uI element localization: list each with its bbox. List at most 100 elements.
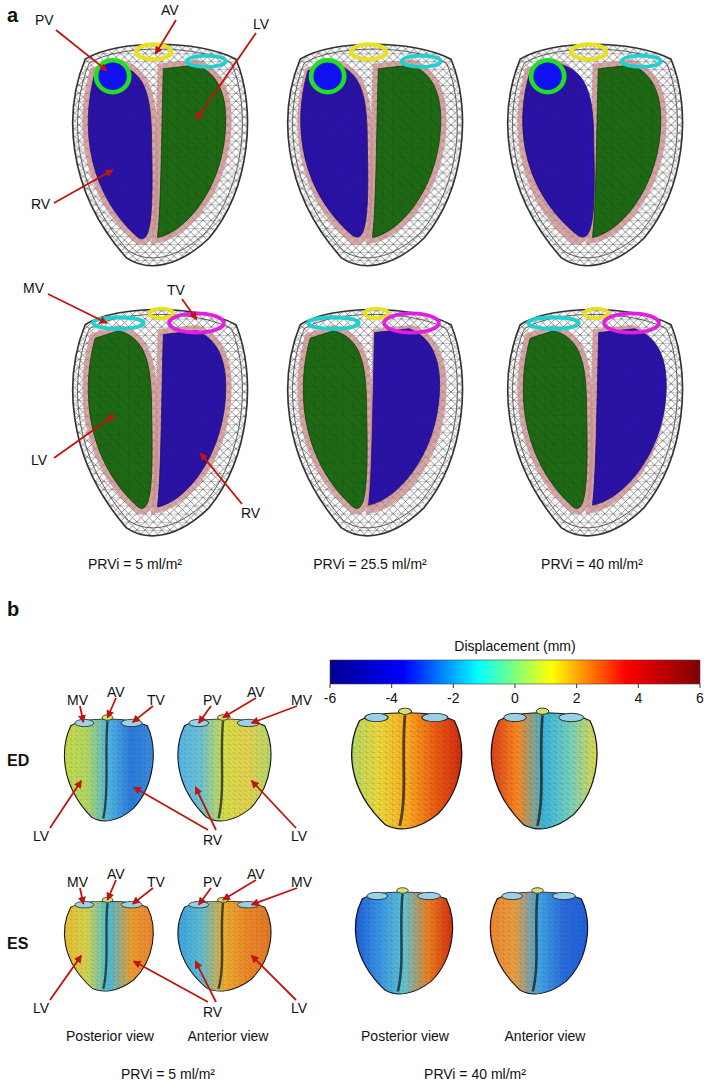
drawing-part [293, 49, 458, 258]
tick-mark [638, 684, 639, 688]
drawing-part [178, 901, 271, 991]
leader-arrow [108, 698, 117, 718]
drawing-part [169, 313, 224, 332]
drawing-part [559, 713, 584, 721]
drawing-part [593, 65, 661, 238]
leader-arrow [223, 880, 256, 900]
lv-cavity [593, 65, 661, 238]
valve-label: MV [22, 280, 45, 296]
drawing-part [288, 44, 463, 265]
drawing-part [593, 65, 661, 238]
drawing-part [531, 60, 564, 92]
drawing-part [508, 44, 683, 265]
drawing-part [373, 331, 441, 507]
drawing-part [513, 49, 678, 258]
drawing-part [373, 65, 441, 238]
tick-mark [515, 684, 516, 688]
leader-arrow [54, 415, 115, 458]
drawing-part [288, 309, 463, 535]
drawing-part [178, 719, 271, 821]
condition-label: PRVi = 25.5 ml/m² [312, 556, 427, 572]
drawing-part [64, 901, 153, 991]
condition-label: PRVi = 5 ml/m² [120, 1066, 216, 1082]
drawing-part [585, 309, 608, 319]
drawing-part [136, 44, 171, 59]
drawing-part [490, 892, 587, 994]
condition-label: PRVi = 40 ml/m² [540, 556, 644, 572]
tick-label: 6 [695, 690, 705, 706]
leader-arrow [133, 706, 153, 722]
drawing-part [355, 892, 452, 994]
drawing-part [150, 309, 173, 319]
drawing-part [571, 44, 606, 59]
tick-mark [700, 684, 701, 688]
drawing-part [373, 65, 441, 238]
leader-arrow [196, 787, 217, 830]
lv-cavity [373, 65, 441, 238]
drawing-part [532, 888, 544, 894]
drawing-part [552, 892, 575, 899]
drawing-part [121, 901, 142, 907]
drawing-part [398, 894, 403, 991]
colorbar-title: Displacement (mm) [453, 638, 576, 654]
chamber-label: LV [252, 16, 270, 32]
drawing-part [513, 314, 678, 527]
drawing-part [219, 903, 223, 989]
heart-wireframe [288, 309, 463, 536]
valve-label: AV [246, 684, 266, 700]
displacement-heart [178, 715, 271, 821]
drawing-part [400, 715, 405, 825]
drawing-part [538, 715, 543, 825]
leader-arrow [199, 888, 211, 905]
condition-label: PRVi = 5 ml/m² [87, 556, 183, 572]
drawing-part [88, 331, 152, 509]
tick-label: 0 [510, 690, 520, 706]
heart-wireframe [73, 44, 248, 265]
drawing-part [78, 49, 243, 258]
chamber-label: LV [290, 828, 308, 844]
drawing-part [373, 331, 441, 507]
drawing-part [158, 331, 226, 507]
chamber-label: RV [240, 505, 261, 521]
chamber-label: LV [30, 452, 48, 468]
tick-label: -4 [384, 690, 398, 706]
leader-arrow [80, 706, 83, 722]
drawing-part [293, 314, 458, 527]
drawing-part [604, 313, 659, 332]
panel-letter: a [6, 4, 19, 26]
valve-label: AV [106, 684, 126, 700]
drawing-part [178, 901, 271, 991]
chamber-label: RV [202, 832, 223, 848]
leader-arrow [182, 299, 197, 319]
valve-label: MV [66, 874, 89, 890]
valve-label: MV [290, 692, 313, 708]
phase-label: ES [6, 935, 29, 953]
displacement-heart [355, 888, 452, 994]
drawing-part [533, 894, 538, 991]
drawing-part [73, 44, 248, 265]
drawing-part [189, 719, 209, 726]
drawing-part [508, 309, 683, 535]
leader-arrow [200, 453, 242, 504]
leader-arrow [252, 888, 297, 905]
displacement-heart [64, 715, 153, 821]
drawing-part [523, 331, 587, 509]
drawing-part [103, 721, 107, 818]
drawing-part [158, 331, 226, 507]
drawing-part [303, 331, 367, 509]
leader-arrow [134, 961, 208, 1002]
view-label: Anterior view [504, 1028, 587, 1044]
leader-arrow [133, 888, 153, 904]
drawing-part [384, 313, 439, 332]
drawing-part [75, 719, 94, 726]
chamber-label: RV [202, 1004, 223, 1020]
drawing-part [397, 888, 409, 894]
drawing-part [352, 713, 462, 829]
tick-label: 4 [633, 690, 643, 706]
valve-label: TV [146, 874, 166, 890]
leader-arrow [252, 781, 296, 828]
panel-letter: b [6, 598, 20, 620]
tick-label: 2 [572, 690, 582, 706]
drawing-part [593, 331, 661, 507]
